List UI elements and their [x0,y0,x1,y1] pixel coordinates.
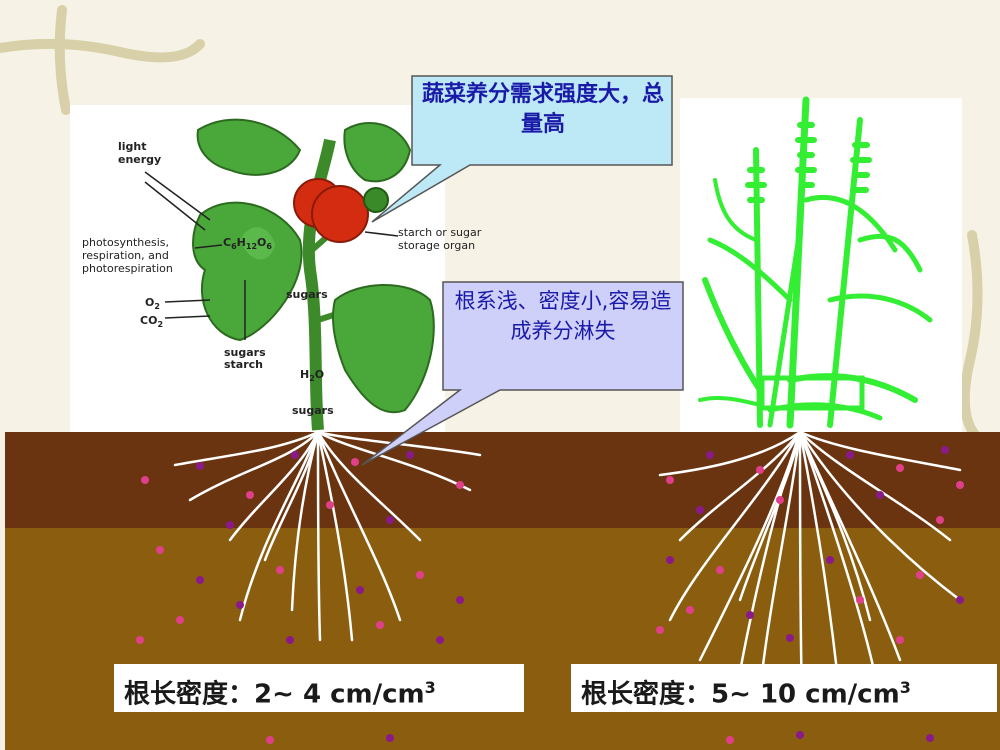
callout-root-system [361,281,684,466]
tomato-leaf [196,118,302,176]
label-sugars-root: sugars [292,404,334,417]
label-energy: energy [118,153,161,166]
nutrient-dots [136,446,964,744]
density-prefix: 根长密度： [581,679,712,710]
label-photosynthesis: photosynthesis, [82,236,169,249]
label-starch: starch [224,358,263,371]
tomato-plant: light energy photosynthesis, respiration… [82,118,482,431]
density-value: 5~ 10 cm/cm [711,679,900,710]
label-co2: CO2 [140,314,163,329]
label-storage-1: starch or sugar [398,226,482,239]
tomato-fruit-green [363,187,389,213]
density-prefix: 根长密度： [124,679,255,710]
label-sugars-stem: sugars [286,288,328,301]
tomato-leaf [332,284,435,414]
tomato-fruit [311,185,369,243]
density-unit-exponent: 3 [899,678,911,697]
callout-text-nutrient-demand: 蔬菜养分需求强度大，总量高 [421,82,664,137]
root-density-label-cereal: 根长密度：5~ 10 cm/cm3 [571,664,997,712]
soil-top-layer [5,432,1000,530]
density-value: 2~ 4 cm/cm [254,679,425,710]
tomato-leaf [240,227,275,260]
label-o2: O2 [145,296,160,311]
label-sugars: sugars [224,346,266,359]
label-storage-2: storage organ [398,239,475,252]
wheat-plant [698,96,933,429]
tomato-leaf [192,201,303,342]
label-respiration: respiration, and [82,249,169,262]
tomato-roots [173,430,482,642]
label-h2o: H2O [300,368,324,383]
label-formula: C6H12O6 [223,236,272,251]
tomato-leaf [343,121,412,183]
callout-nutrient-demand [371,75,673,223]
density-unit-exponent: 3 [424,678,436,697]
label-light: light [118,140,147,153]
callout-text-root-system: 根系浅、密度小,容易造成养分淋失 [454,289,672,343]
label-photorespiration: photorespiration [82,262,173,275]
soil-bottom-layer [5,528,1000,750]
root-density-label-vegetable: 根长密度：2~ 4 cm/cm3 [114,664,524,712]
